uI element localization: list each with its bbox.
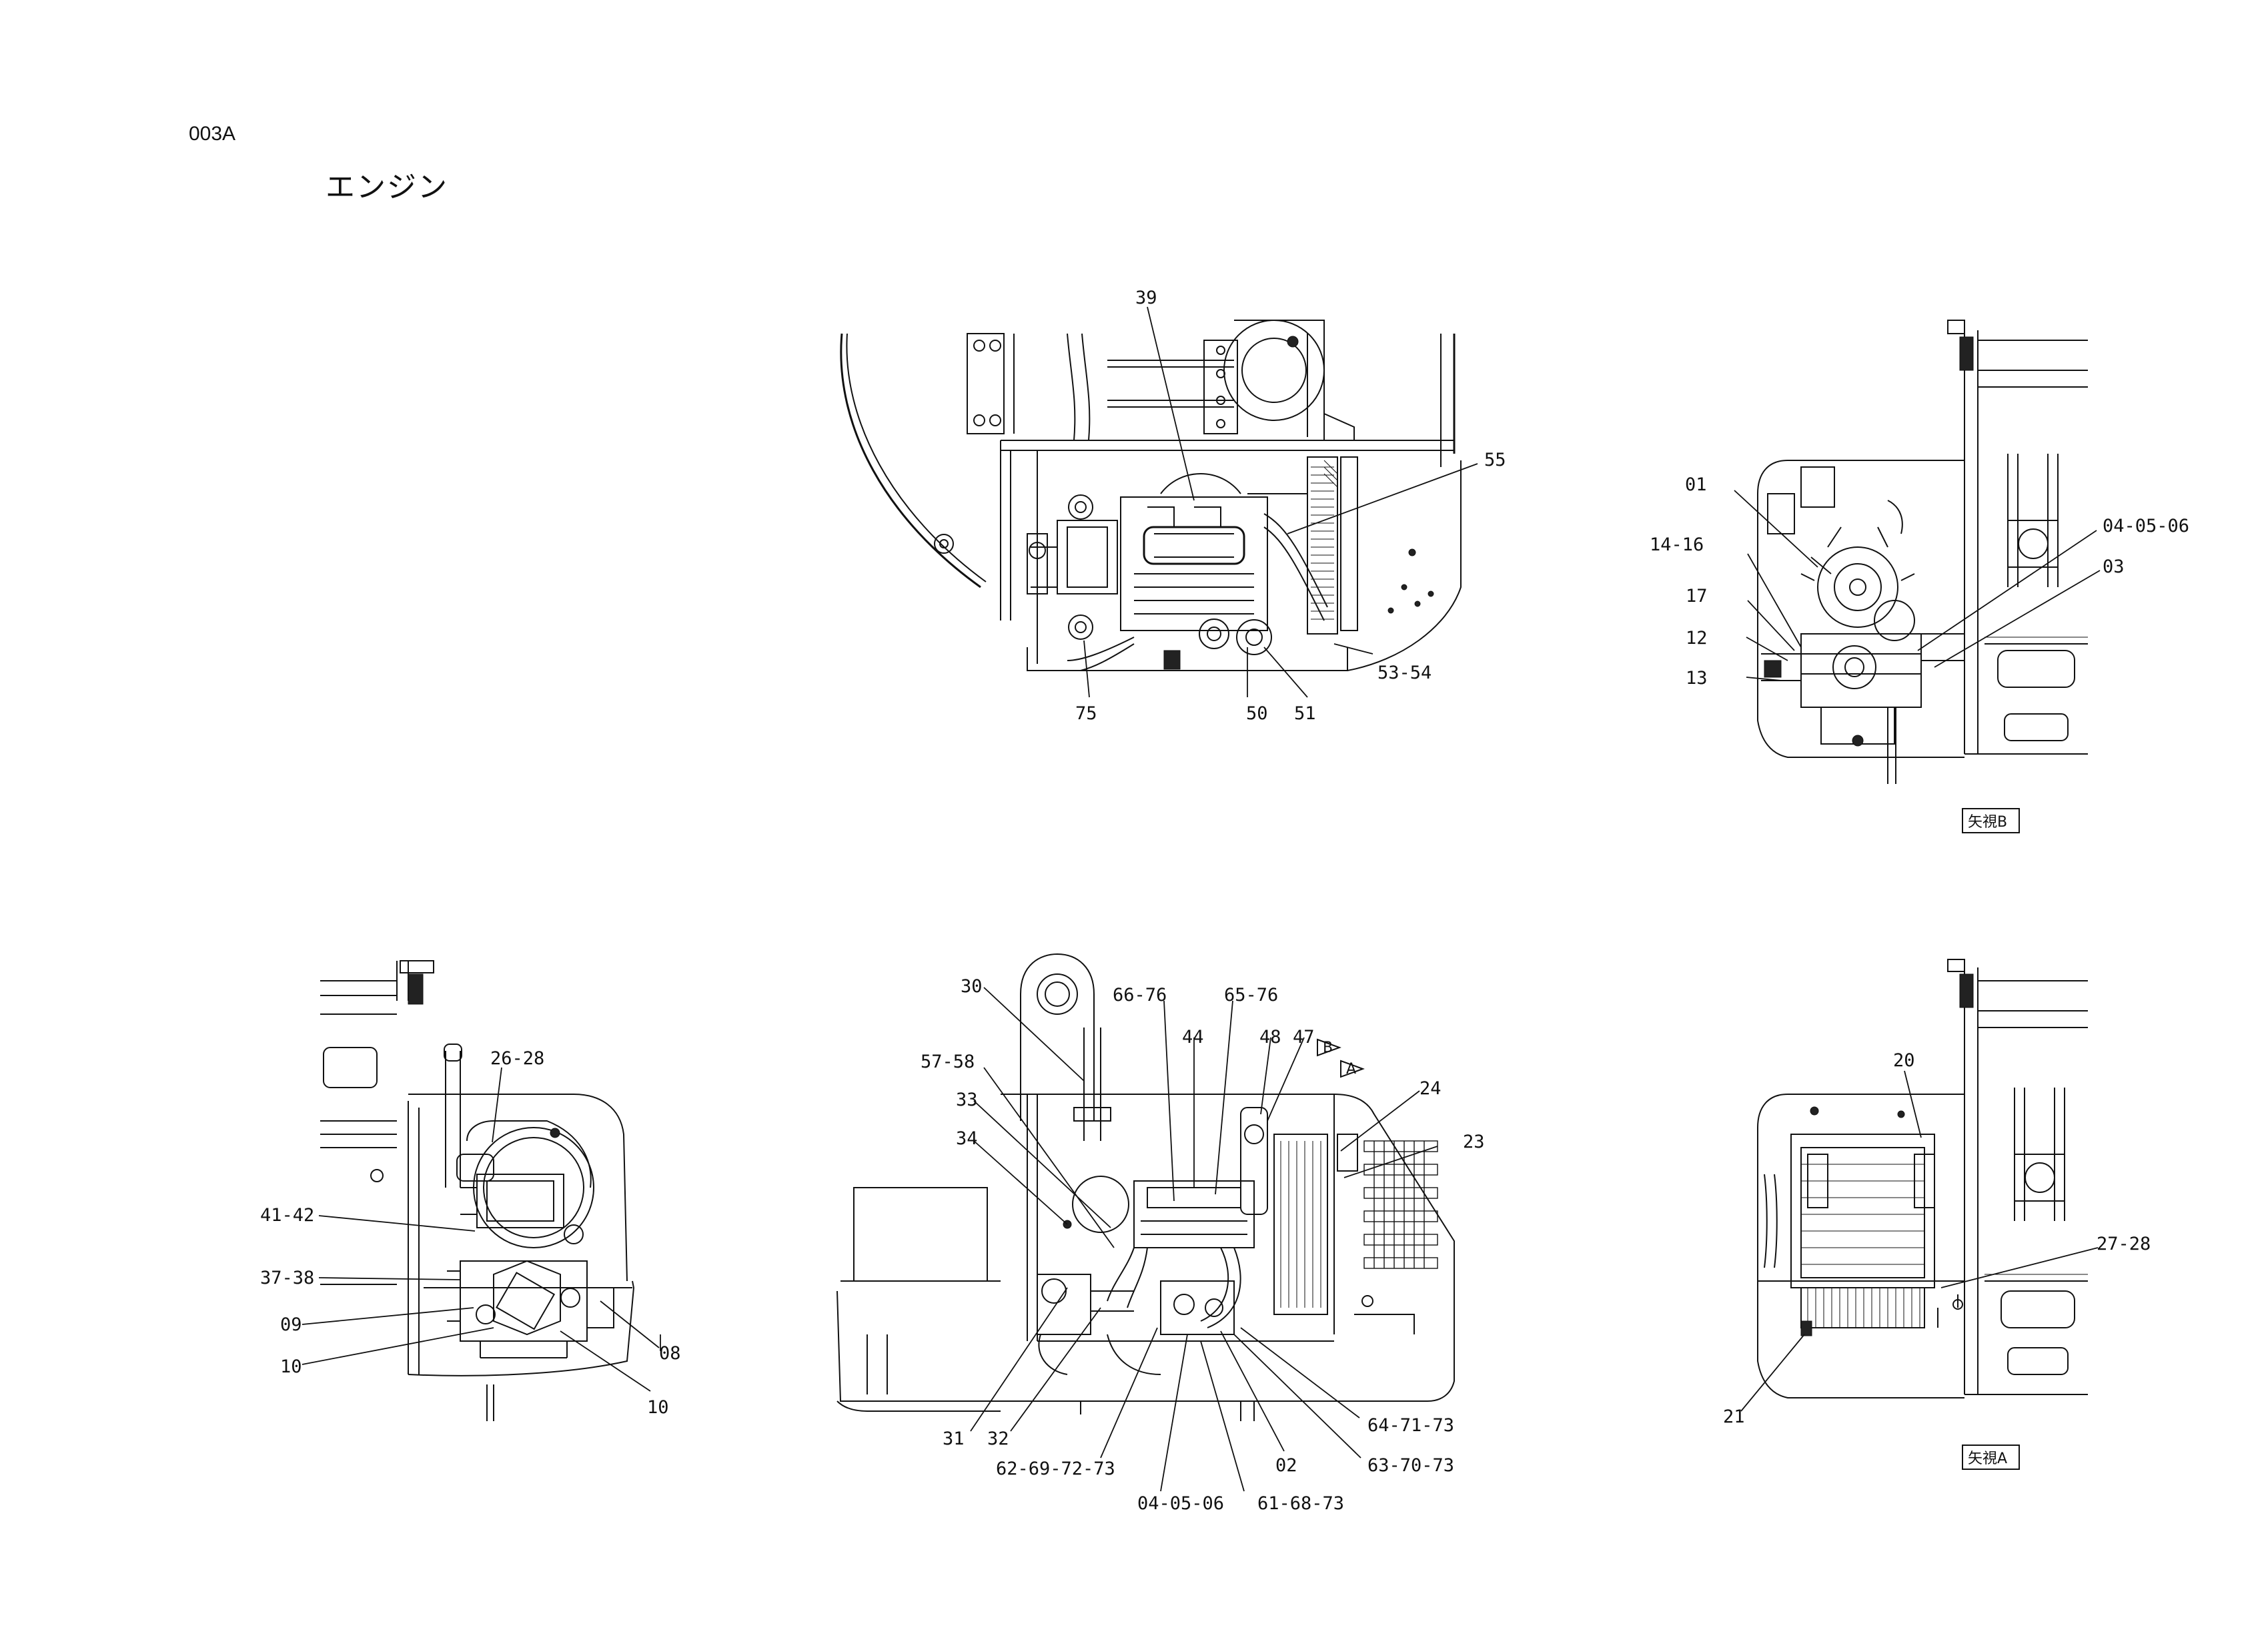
callout-23: 23 (1463, 1132, 1485, 1152)
arrow-mark-a: A (1346, 1061, 1356, 1078)
arrow-mark-b: B (1323, 1040, 1333, 1056)
arrow-view-b: 01 14-16 17 12 13 04-05-06 03 矢視B (1650, 320, 2189, 833)
callout-50: 50 (1246, 703, 1268, 724)
callout-01: 01 (1685, 474, 1707, 495)
callout-39: 39 (1135, 288, 1157, 308)
callout-12: 12 (1686, 628, 1708, 649)
callout-48: 48 (1259, 1027, 1281, 1048)
callout-64-71-73: 64-71-73 (1367, 1415, 1454, 1436)
callout-51: 51 (1294, 703, 1316, 724)
callout-04-05-06-side: 04-05-06 (1137, 1493, 1224, 1514)
callout-30: 30 (961, 976, 983, 997)
callout-14-16: 14-16 (1650, 534, 1704, 555)
callout-13: 13 (1686, 668, 1708, 689)
callout-32: 32 (987, 1428, 1009, 1449)
arrow-view-a: 20 27-28 21 矢視A (1723, 959, 2151, 1470)
callout-27-28: 27-28 (2097, 1234, 2151, 1254)
callout-21: 21 (1723, 1406, 1745, 1427)
callout-17: 17 (1686, 586, 1708, 606)
side-view: B A 30 66-76 65-76 44 (836, 953, 1485, 1514)
callout-31: 31 (943, 1428, 965, 1449)
top-view: 39 55 53-54 75 50 51 (840, 288, 1506, 724)
callout-66-76: 66-76 (1113, 985, 1167, 1005)
left-view: 26-28 41-42 37-38 09 10 08 10 (260, 960, 681, 1421)
callout-55: 55 (1484, 450, 1506, 470)
callout-65-76: 65-76 (1224, 985, 1278, 1005)
callout-33: 33 (956, 1090, 978, 1110)
grille-slots (1363, 1140, 1438, 1269)
callout-75: 75 (1075, 703, 1097, 724)
callout-62-69-72-73: 62-69-72-73 (996, 1459, 1115, 1479)
callout-63-70-73: 63-70-73 (1367, 1455, 1454, 1476)
callout-44: 44 (1182, 1027, 1204, 1048)
callout-53-54: 53-54 (1377, 663, 1432, 683)
callout-04-05-06: 04-05-06 (2103, 516, 2189, 536)
callout-02: 02 (1275, 1455, 1297, 1476)
callout-03: 03 (2103, 556, 2125, 577)
radiator-fins (1311, 466, 1334, 620)
view-label-a: 矢視A (1968, 1451, 2007, 1467)
radiator-core-a (1801, 1164, 1924, 1328)
callout-24: 24 (1420, 1078, 1442, 1099)
callout-10-a: 10 (280, 1356, 302, 1377)
callout-41-42: 41-42 (260, 1205, 314, 1226)
callout-61-68-73: 61-68-73 (1257, 1493, 1344, 1514)
callout-08: 08 (659, 1343, 681, 1364)
callout-26-28: 26-28 (490, 1048, 544, 1069)
callout-57-58: 57-58 (921, 1052, 975, 1072)
callout-20: 20 (1893, 1050, 1915, 1071)
callout-09: 09 (280, 1314, 302, 1335)
callout-34: 34 (956, 1128, 978, 1149)
callout-37-38: 37-38 (260, 1268, 314, 1288)
page-code: 003A (189, 123, 236, 145)
page-title: エンジン (326, 170, 448, 204)
callout-10-b: 10 (647, 1397, 669, 1418)
callout-47: 47 (1293, 1027, 1315, 1048)
view-label-b: 矢視B (1968, 814, 2007, 831)
